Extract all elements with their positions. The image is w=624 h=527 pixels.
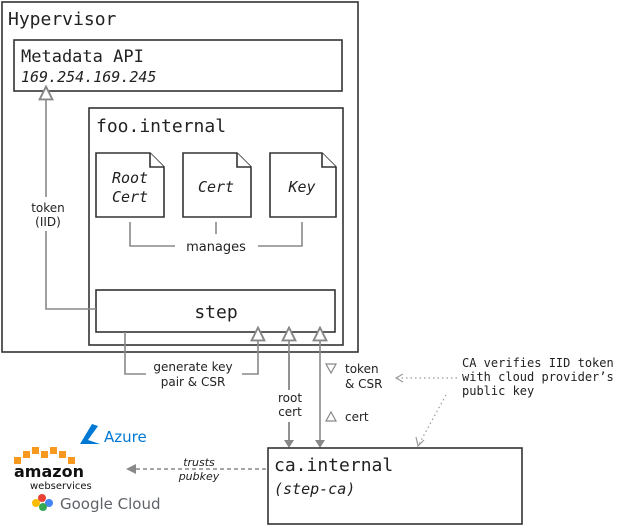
- ca-internal-title: ca.internal: [274, 455, 393, 476]
- generate-key-label-1: generate key: [153, 360, 232, 374]
- token-csr-label-1: token: [345, 362, 379, 376]
- google-cloud-text: Google Cloud: [60, 495, 161, 513]
- metadata-api-box: [13, 39, 343, 92]
- aws-cubes-icon: [14, 447, 75, 464]
- azure-logo: Azure: [80, 424, 147, 446]
- note-line-2: with cloud provider’s: [462, 370, 614, 384]
- root-cert-label-2: Cert: [112, 188, 148, 206]
- token-iid-arrow: [46, 93, 96, 310]
- root-cert-file: Root Cert: [95, 152, 165, 218]
- azure-icon: [80, 424, 100, 444]
- key-file: Key: [269, 152, 337, 218]
- google-cloud-logo: Google Cloud: [32, 494, 161, 513]
- note-line-1: CA verifies IID token: [462, 356, 614, 370]
- cert-indicator: [324, 410, 338, 422]
- token-csr-label-2: & CSR: [345, 377, 383, 391]
- cert-edge-label: cert: [345, 410, 369, 424]
- token-csr-arrowhead: [315, 440, 325, 448]
- trusts-label-1: trusts: [183, 456, 215, 469]
- google-cloud-icon: [32, 494, 53, 511]
- key-file-label: Key: [287, 178, 315, 196]
- aws-logo: amazon webservices: [14, 447, 92, 492]
- ca-internal-subtitle: (step-ca): [274, 480, 355, 498]
- hypervisor-title: Hypervisor: [8, 9, 117, 30]
- metadata-api-title: Metadata API: [21, 47, 144, 67]
- metadata-api-address: 169.254.169.245: [21, 68, 156, 86]
- generate-key-label-2: pair & CSR: [161, 375, 226, 389]
- aws-amazon-text: amazon: [14, 462, 84, 481]
- manages-label: manages: [186, 240, 246, 255]
- cert-file: Cert: [182, 152, 252, 218]
- step-label: step: [194, 302, 237, 323]
- note-line-3: public key: [462, 384, 534, 398]
- root-cert-label-2: cert: [278, 405, 302, 419]
- token-iid-label-2: (IID): [35, 215, 61, 229]
- note-to-ca-connector: [418, 394, 447, 445]
- ca-internal-box: [267, 447, 523, 525]
- root-cert-label-1: Root: [112, 169, 148, 187]
- token-iid-label-1: token: [31, 201, 65, 215]
- root-cert-arrowhead: [284, 440, 294, 448]
- trusts-label-2: pubkey: [178, 470, 220, 483]
- aws-webservices-text: webservices: [30, 481, 92, 492]
- manages-bracket: [129, 222, 303, 247]
- step-box: [95, 289, 336, 333]
- cert-file-label: Cert: [198, 178, 234, 196]
- azure-text: Azure: [104, 428, 147, 446]
- token-csr-indicator: [324, 363, 338, 375]
- root-cert-label-1: root: [278, 391, 302, 405]
- foo-internal-title: foo.internal: [96, 116, 226, 137]
